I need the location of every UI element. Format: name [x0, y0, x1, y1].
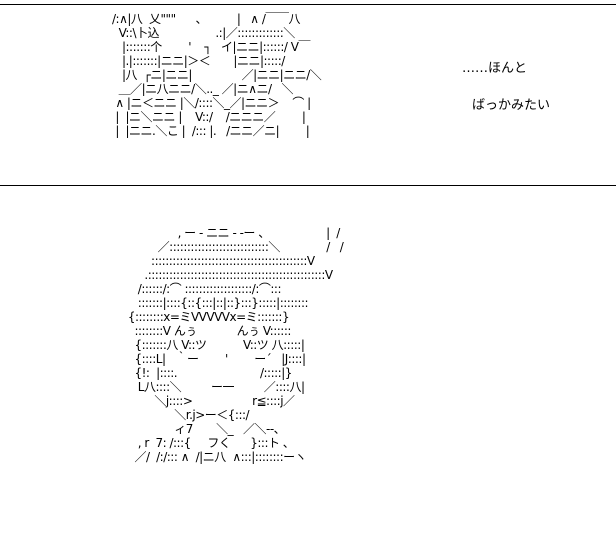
panel1-art-line: ∧ |ニ＜ニニ |＼/::::＼_／|ニニ＞ ⌒ |	[112, 96, 311, 110]
panel2-art-line: {!: |::::. /:::::|}	[98, 366, 292, 380]
panel1-art-line: | |ニ＼ニニ | V::/ /ニニニ／ |	[112, 110, 306, 124]
panel2-ascii-art: ‚ ー ‐ ニニ ‐ ‐ー 、 | / ／:::::::::::::::::::…	[98, 226, 344, 464]
panel2-art-line: ィ7 ＼_ ／＼‐-、	[98, 422, 286, 436]
panel2-art-line: ‚ ー ‐ ニニ ‐ ‐ー 、 | /	[98, 226, 341, 240]
top-panel-border	[0, 4, 616, 5]
panel2-art-line: ／::::::::::::::::::::::::::::＼ / /	[98, 240, 344, 254]
panel2-art-line: , r 7: /:::{ フく }:::ト 、	[98, 436, 295, 450]
panel2-art-line: {:::::::八 V::ツ V::ツ 八:::::|	[98, 338, 305, 352]
panel1-art-line: V::\卜込 .:|／:::::::::::::＼	[112, 26, 296, 40]
panel2-art-line: ／/ /:/::: ∧ /|ニ八 ∧:::|::::::::ーヽ	[98, 450, 307, 464]
panel2-art-line: ＼r.j>ー＜{:::/	[98, 408, 250, 422]
panel1-art-line: |八 ┌ニ|ニニ| ／|ニニ|ニニ/＼	[112, 68, 322, 82]
panel1-art-line: /:∧|八 乂""" 、 | ∧ /￣￣八	[112, 12, 300, 26]
panel1-art-line: | |ニニ.＼こ | /::: |. /ニニ／ニ| |	[112, 124, 310, 138]
panel2-art-line: ::::::::::::::::::::::::::::::::::::::::…	[98, 254, 315, 268]
panel2-art-line: ＼j::::> r≦::::j／	[98, 394, 295, 408]
panel2-art-line: {::::L| ｀ー ' ー´ |J::::|	[98, 352, 306, 366]
panel1-art-line: |.|:::::::|ニニ|＞＜ |ニニ|:::::/	[112, 54, 285, 68]
panel2-art-line: /::::::/:⌒ :::::::::::::::::::/:⌒:::	[98, 282, 282, 296]
dialogue-line-2: ばっかみたい	[472, 98, 551, 113]
panel2-art-line: .:::::::::::::::::::::::::::::::::::::::…	[98, 268, 333, 282]
dialogue: ……ほんと ばっかみたい	[462, 50, 550, 124]
panel2-art-line: {::::::::x=ミVVVVVx=ミ:::::::}	[98, 310, 290, 324]
panel1-art-line: ＿／|ニ八ニニ/＼.._ ／|ニ∧ニ/ ＼	[112, 82, 294, 96]
dialogue-line-1: ……ほんと	[462, 61, 528, 76]
panel2-art-line: ::::::::V んぅ んぅ V::::::	[98, 324, 291, 338]
panel2-art-line: L八::::＼ ー一 ／::::八|	[98, 380, 305, 394]
panel2-art-line: :::::::|::::{::{:::|::|::}:::}:::::|::::…	[98, 296, 309, 310]
panel1-art-line: |:::::::个 ' ┐ イ|ニニ|::::::/ V￣	[112, 40, 311, 54]
panel-divider	[0, 185, 616, 186]
panel1-ascii-art: /:∧|八 乂""" 、 | ∧ /￣￣八 V::\卜込 .:|／:::::::…	[112, 12, 322, 138]
